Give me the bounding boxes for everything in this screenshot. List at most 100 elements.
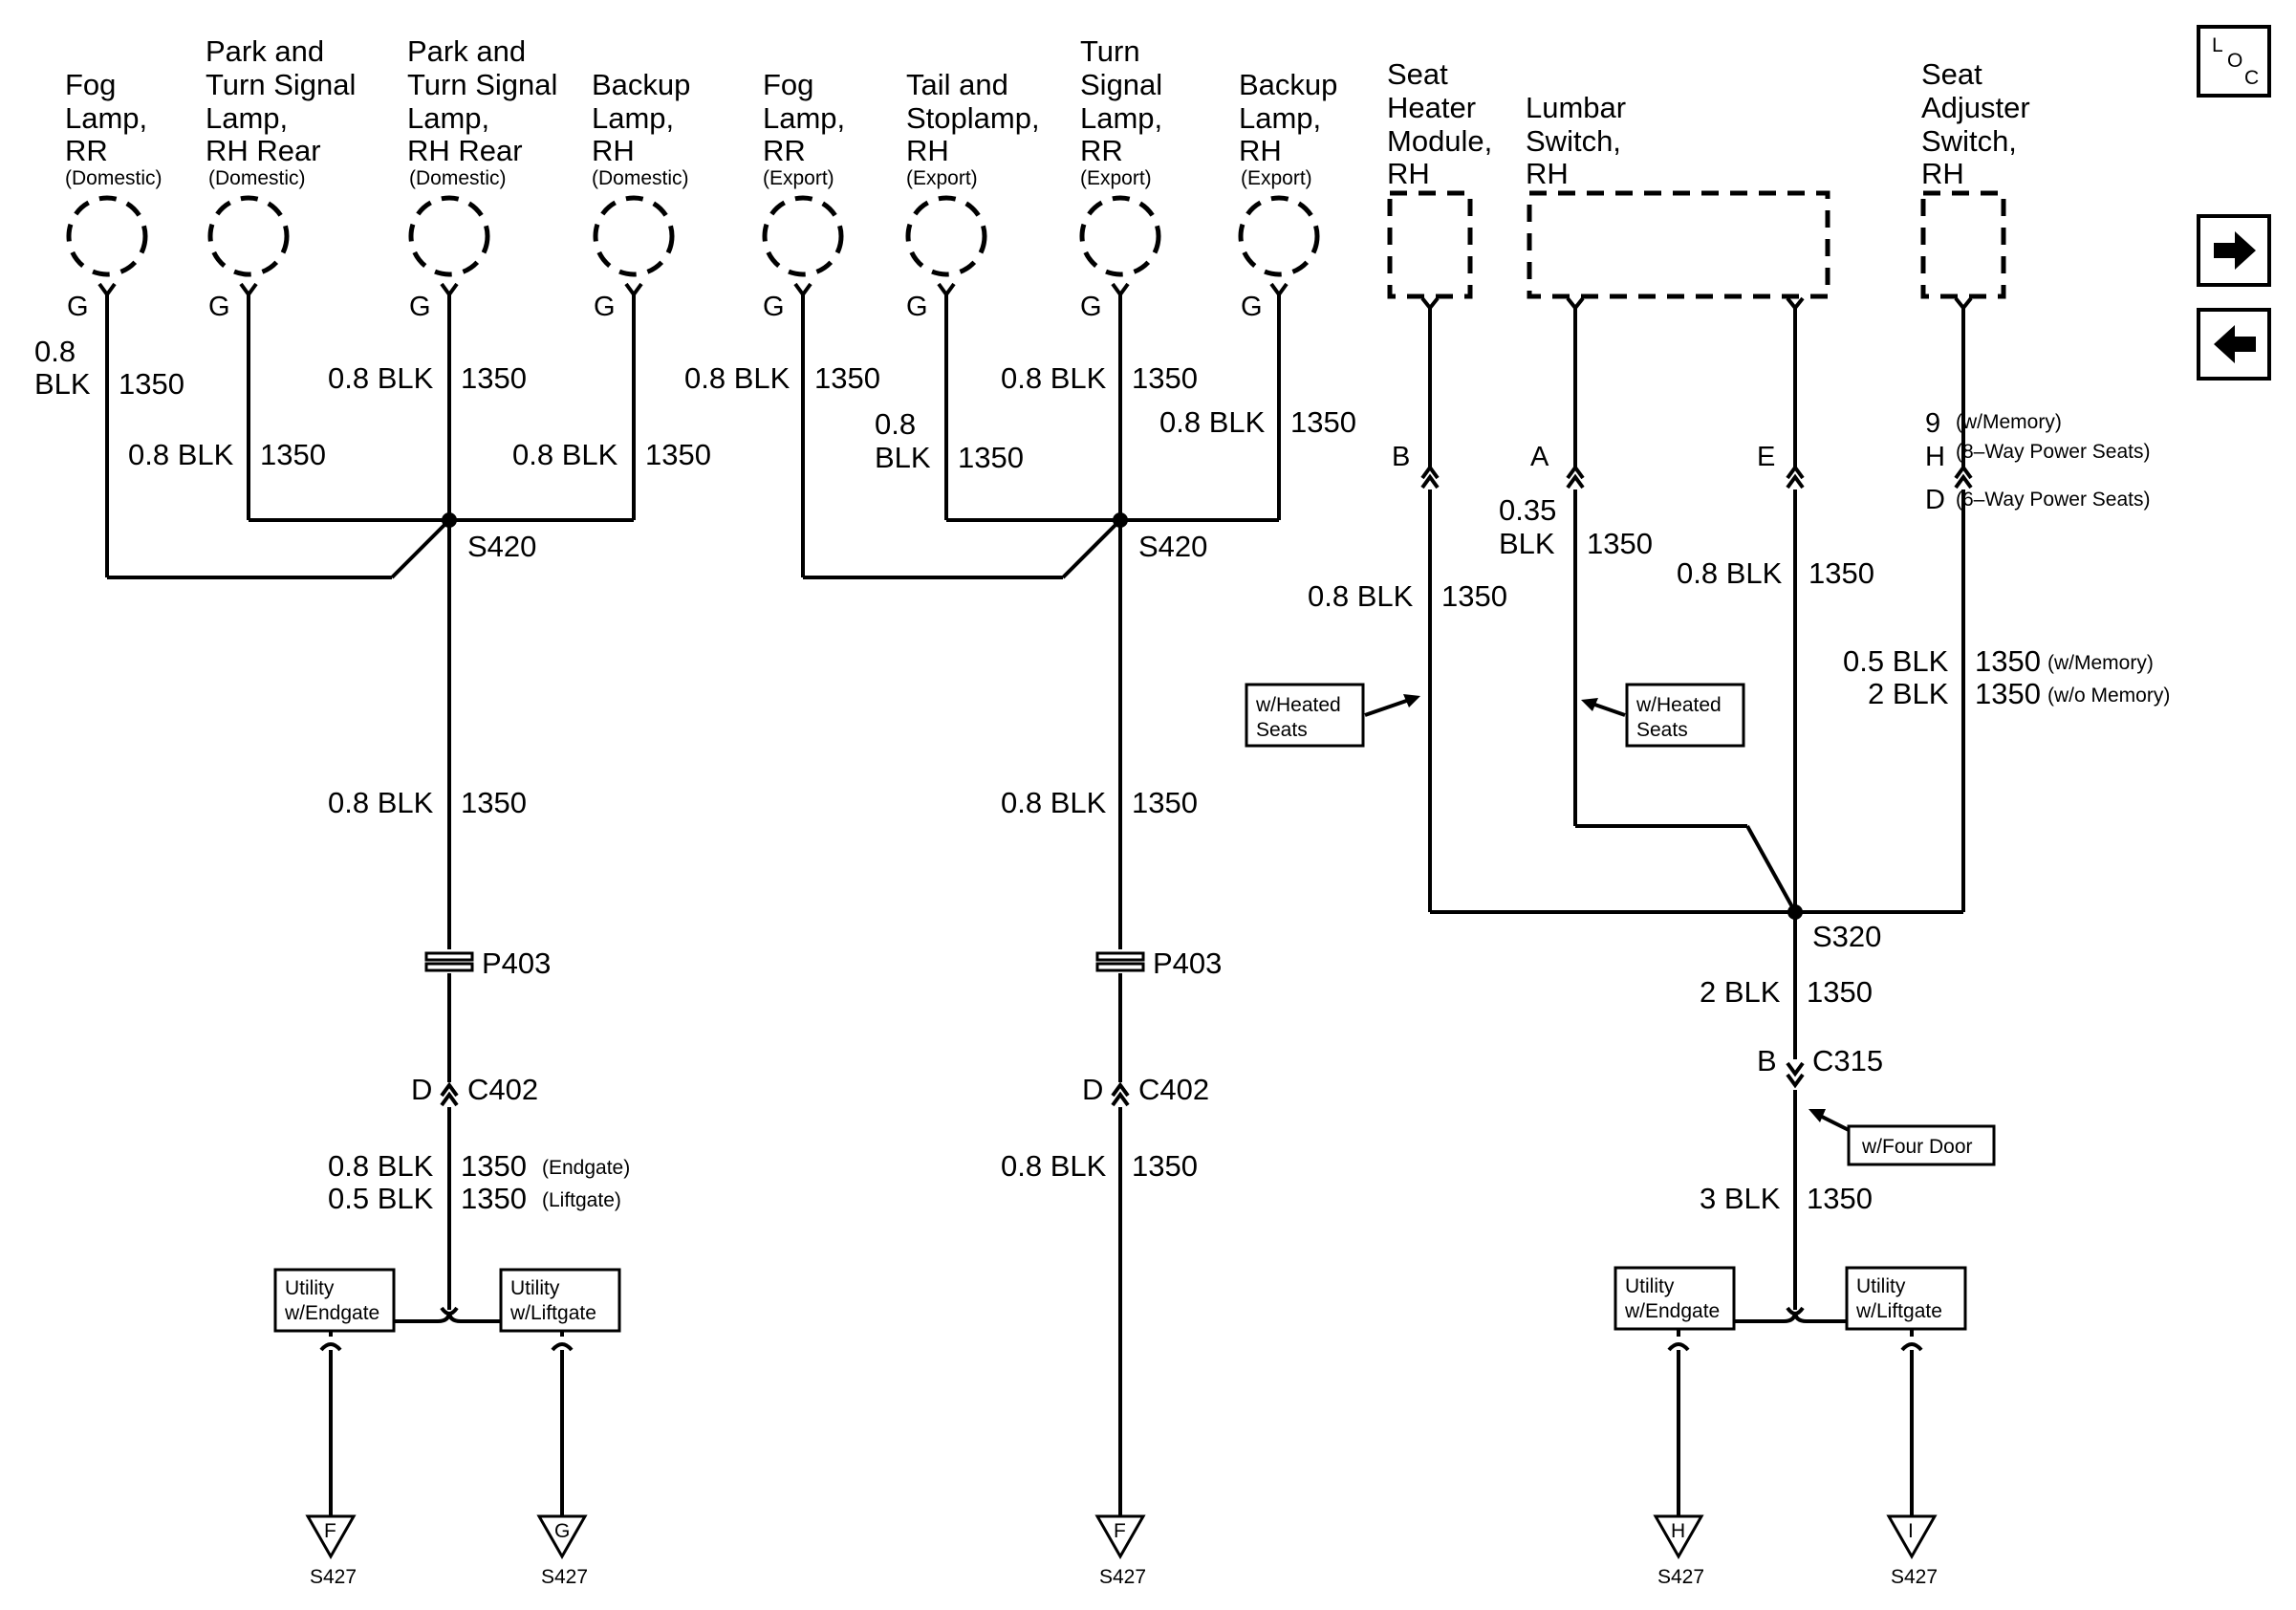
svg-text:G: G <box>1080 292 1102 322</box>
svg-text:0.8 BLK: 0.8 BLK <box>328 786 434 819</box>
svg-text:Switch,: Switch, <box>1526 124 1621 158</box>
svg-text:0.8 BLK: 0.8 BLK <box>1677 556 1783 590</box>
ground-ref-i: I S427 <box>1886 1514 1938 1588</box>
wire-labels: 0.8 BLK 1350 0.8 BLK 1350 0.8 BLK 1350 0… <box>34 335 2170 1215</box>
svg-text:Utility: Utility <box>285 1277 335 1299</box>
svg-text:w/Endgate: w/Endgate <box>1624 1300 1720 1322</box>
svg-text:BLK: BLK <box>1499 527 1555 560</box>
svg-text:B: B <box>1757 1044 1777 1077</box>
svg-text:A: A <box>1530 442 1549 472</box>
svg-text:0.8 BLK: 0.8 BLK <box>328 1149 434 1183</box>
middle-section-symbols <box>1095 512 1145 1107</box>
svg-text:RH: RH <box>1526 157 1569 190</box>
svg-text:P403: P403 <box>1153 946 1222 980</box>
inline-connector <box>440 1081 459 1107</box>
next-page-button[interactable] <box>2197 214 2271 287</box>
svg-text:S427: S427 <box>310 1566 357 1588</box>
svg-text:S427: S427 <box>541 1566 588 1588</box>
svg-text:(Domestic): (Domestic) <box>592 167 689 189</box>
svg-text:F: F <box>1114 1520 1126 1542</box>
component-tail-stoplamp-export: Tail and Stoplamp, RH (Export) <box>906 68 1040 189</box>
svg-text:1350: 1350 <box>814 361 880 395</box>
svg-text:w/Liftgate: w/Liftgate <box>1855 1300 1942 1322</box>
svg-text:(Export): (Export) <box>763 167 834 189</box>
component-lumbar-switch: Lumbar Switch, RH <box>1526 91 1626 190</box>
locator-button[interactable]: L O C <box>2197 25 2271 98</box>
svg-text:O: O <box>2227 50 2242 72</box>
svg-text:(Domestic): (Domestic) <box>208 167 306 189</box>
inline-connector <box>1786 1061 1805 1089</box>
lamp-symbol <box>593 195 675 277</box>
note-utility-liftgate-right: Utility w/Liftgate <box>1845 1266 1967 1331</box>
svg-text:(8–Way Power Seats): (8–Way Power Seats) <box>1956 441 2150 463</box>
svg-text:Lamp,: Lamp, <box>592 101 674 135</box>
svg-text:S420: S420 <box>1138 530 1207 563</box>
previous-page-button[interactable] <box>2197 308 2271 381</box>
svg-text:Seat: Seat <box>1921 57 1982 91</box>
svg-text:BLK: BLK <box>875 441 931 474</box>
svg-text:1350: 1350 <box>1132 786 1198 819</box>
svg-text:1350: 1350 <box>1809 556 1874 590</box>
svg-text:C: C <box>2244 67 2259 89</box>
pass-through-connector <box>1095 951 1145 962</box>
svg-text:Signal: Signal <box>1080 68 1162 101</box>
svg-text:0.8 BLK: 0.8 BLK <box>512 438 618 471</box>
seat-heater-module-outline <box>1387 190 1473 299</box>
svg-text:F: F <box>324 1520 336 1542</box>
svg-text:Lamp,: Lamp, <box>206 101 288 135</box>
svg-text:(Export): (Export) <box>906 167 978 189</box>
svg-text:0.8 BLK: 0.8 BLK <box>1001 1149 1107 1183</box>
svg-text:Lamp,: Lamp, <box>1239 101 1321 135</box>
svg-text:H: H <box>1671 1520 1685 1542</box>
svg-text:Park and: Park and <box>407 34 526 68</box>
lamp-symbols <box>66 195 1320 277</box>
note-utility-endgate-right: Utility w/Endgate <box>1614 1266 1736 1331</box>
svg-text:D: D <box>1925 485 1945 515</box>
inline-connector <box>1111 1081 1130 1107</box>
svg-text:RH: RH <box>906 134 949 167</box>
ground-ref-h: H S427 <box>1653 1514 1704 1588</box>
svg-text:S320: S320 <box>1812 920 1881 953</box>
svg-text:1350: 1350 <box>645 438 711 471</box>
svg-text:1350: 1350 <box>958 441 1024 474</box>
svg-text:Utility: Utility <box>1856 1275 1906 1297</box>
svg-text:1350: 1350 <box>1975 677 2041 710</box>
svg-text:1350: 1350 <box>1587 527 1653 560</box>
svg-text:1350: 1350 <box>1290 405 1356 439</box>
note-four-door: w/Four Door <box>1809 1109 1996 1166</box>
svg-text:G: G <box>594 292 616 322</box>
seat-adjuster-switch-outline <box>1920 190 2006 299</box>
svg-text:Turn Signal: Turn Signal <box>407 68 557 101</box>
right-section-wires <box>1428 308 1965 1520</box>
svg-text:C402: C402 <box>467 1073 538 1106</box>
svg-text:1350: 1350 <box>1132 361 1198 395</box>
svg-text:0.5 BLK: 0.5 BLK <box>328 1182 434 1215</box>
svg-text:RH: RH <box>592 134 635 167</box>
lamp-symbol <box>905 195 987 277</box>
svg-text:(Export): (Export) <box>1241 167 1312 189</box>
svg-text:Seat: Seat <box>1387 57 1448 91</box>
svg-text:(w/o Memory): (w/o Memory) <box>2047 685 2170 707</box>
svg-text:1350: 1350 <box>260 438 326 471</box>
svg-text:2 BLK: 2 BLK <box>1868 677 1949 710</box>
note-heated-seats-2: w/Heated Seats <box>1581 683 1745 748</box>
svg-text:G: G <box>554 1520 570 1542</box>
ground-ref-g: G S427 <box>536 1514 588 1588</box>
svg-text:1350: 1350 <box>1807 1182 1873 1215</box>
svg-text:(Endgate): (Endgate) <box>542 1157 630 1179</box>
svg-text:Module,: Module, <box>1387 124 1492 158</box>
component-seat-heater-module: Seat Heater Module, RH <box>1387 57 1492 190</box>
lamp-symbol <box>762 195 844 277</box>
svg-text:0.8 BLK: 0.8 BLK <box>1308 579 1414 613</box>
splice-dot <box>1787 904 1803 920</box>
svg-text:Stoplamp,: Stoplamp, <box>906 101 1040 135</box>
svg-text:1350: 1350 <box>1807 975 1873 1009</box>
splice-dot <box>1113 512 1128 528</box>
svg-text:1350: 1350 <box>1132 1149 1198 1183</box>
arrow-right-icon <box>2214 231 2256 270</box>
svg-text:(6–Way Power Seats): (6–Way Power Seats) <box>1956 489 2150 511</box>
svg-text:BLK: BLK <box>34 367 91 401</box>
svg-text:(Domestic): (Domestic) <box>409 167 507 189</box>
svg-text:Switch,: Switch, <box>1921 124 2017 158</box>
svg-text:0.8: 0.8 <box>875 407 916 441</box>
